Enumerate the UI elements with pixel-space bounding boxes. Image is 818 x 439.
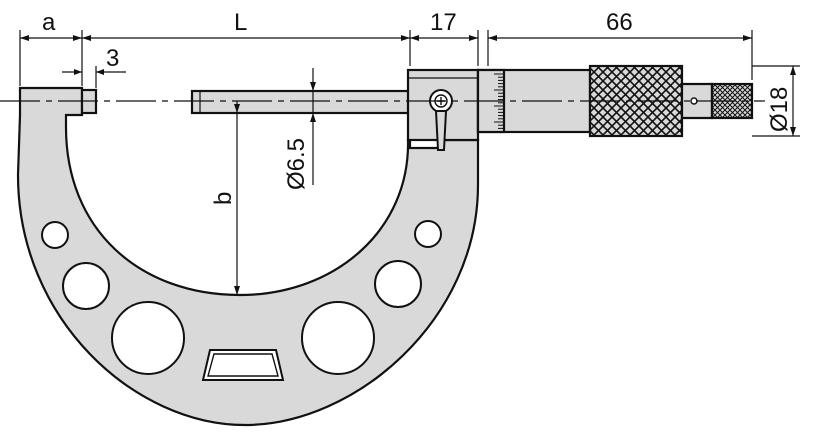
frame-hole-right-small <box>414 220 442 248</box>
dim-b <box>234 101 240 295</box>
dim-a <box>20 35 82 41</box>
label-66: 66 <box>606 9 633 36</box>
frame-holes <box>41 220 442 375</box>
extension-lines <box>19 30 800 137</box>
thimble-graduations <box>494 73 504 129</box>
frame-hole-right-medium <box>374 260 422 308</box>
dim-L <box>82 35 410 41</box>
dim-phi-18 <box>790 66 796 136</box>
label-a: a <box>42 9 56 36</box>
label-3: 3 <box>106 45 119 72</box>
dim-phi-6-5 <box>310 68 316 185</box>
frame-hole-left-large <box>111 301 185 375</box>
label-b: b <box>210 192 237 205</box>
lock-lever[interactable] <box>434 110 448 151</box>
nameplate-slot <box>201 349 285 381</box>
frame-hole-right-large <box>301 301 375 375</box>
label-L: L <box>234 9 247 36</box>
dim-66 <box>488 35 752 41</box>
spindle <box>190 89 412 115</box>
dim-17 <box>410 35 478 41</box>
label-17: 17 <box>430 9 457 36</box>
dim-3 <box>62 69 126 75</box>
label-phi-18: Ø18 <box>766 87 793 132</box>
label-phi-6-5: Ø6.5 <box>283 138 310 190</box>
frame-hole-left-medium <box>62 262 110 310</box>
nameplate-slot-inner <box>207 353 279 377</box>
frame-hole-left-small <box>41 221 69 249</box>
